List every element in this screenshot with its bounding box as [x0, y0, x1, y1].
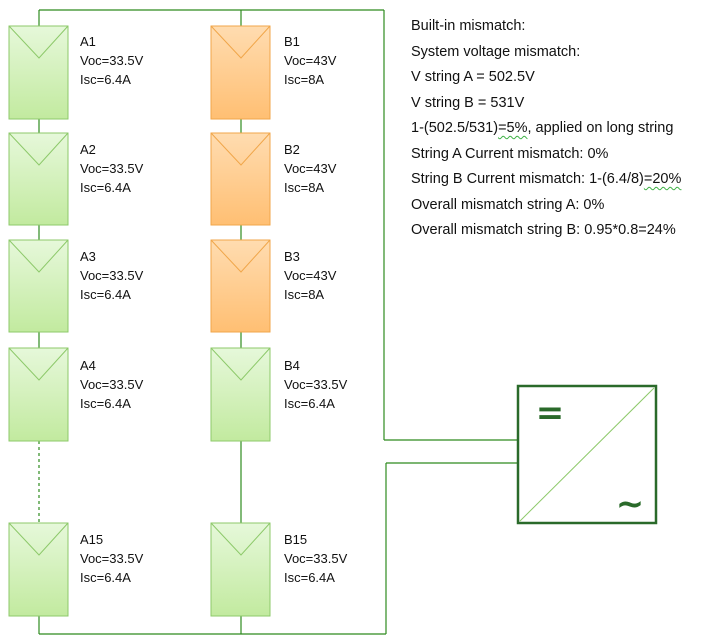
panel-b15 [210, 522, 271, 617]
panel-a2 [8, 132, 69, 226]
note-current-a: String A Current mismatch: 0% [411, 145, 609, 162]
note-current-b-prefix: String B Current mismatch: 1-(6.4/8) [411, 171, 644, 187]
panel-a1 [8, 25, 69, 120]
note-v-string-b: V string B = 531V [411, 94, 525, 111]
panel-a4 [8, 347, 69, 442]
note-overall-a: Overall mismatch string A: 0% [411, 196, 605, 213]
panel-a4-name: A4 [80, 358, 96, 373]
panel-a3-label: A3 Voc=33.5V Isc=6.4A [80, 247, 143, 304]
panel-b1-name: B1 [284, 34, 300, 49]
panel-b1 [210, 25, 271, 120]
panel-b15-isc: Isc=6.4A [284, 570, 335, 585]
dc-symbol-icon: = [536, 393, 565, 433]
panel-b4-name: B4 [284, 358, 300, 373]
note-current-b-eq: =20% [643, 171, 682, 187]
panel-b4-label: B4 Voc=33.5V Isc=6.4A [284, 356, 347, 413]
panel-a3-voc: Voc=33.5V [80, 268, 144, 283]
panel-b15-name: B15 [284, 532, 308, 547]
panel-b3 [210, 239, 271, 333]
panel-a1-voc: Voc=33.5V [80, 53, 144, 68]
panel-b2-name: B2 [284, 142, 300, 157]
panel-a4-label: A4 Voc=33.5V Isc=6.4A [80, 356, 143, 413]
note-v-string-a: V string A = 502.5V [411, 69, 535, 85]
panel-b1-voc: Voc=43V [284, 53, 337, 68]
panel-b4 [210, 347, 271, 442]
panel-b3-isc: Isc=8A [284, 287, 325, 302]
note-overall-b: Overall mismatch string B: 0.95*0.8=24% [411, 222, 676, 238]
ac-symbol-icon: ~ [616, 484, 645, 524]
panel-a4-voc: Voc=33.5V [80, 377, 144, 392]
panel-b4-isc: Isc=6.4A [284, 396, 335, 411]
panel-b1-isc: Isc=8A [284, 72, 325, 87]
inverter: = ~ [516, 384, 658, 525]
panel-b3-name: B3 [284, 249, 300, 264]
note-voltage-calc-eq: =5% [498, 120, 528, 136]
panel-b2-isc: Isc=8A [284, 180, 325, 195]
panel-b15-voc: Voc=33.5V [284, 551, 348, 566]
panel-a2-isc: Isc=6.4A [80, 180, 131, 195]
wiring [38, 9, 518, 635]
panel-a1-name: A1 [80, 34, 96, 49]
panel-a1-isc: Isc=6.4A [80, 72, 131, 87]
note-system-voltage: System voltage mismatch: [411, 43, 581, 60]
panel-a3-isc: Isc=6.4A [80, 287, 131, 302]
panel-a2-label: A2 Voc=33.5V Isc=6.4A [80, 140, 143, 197]
panel-a15-isc: Isc=6.4A [80, 570, 131, 585]
panel-a15-voc: Voc=33.5V [80, 551, 144, 566]
panel-b3-voc: Voc=43V [284, 268, 337, 283]
panel-a15-label: A15 Voc=33.5V Isc=6.4A [80, 530, 143, 587]
panel-a1-label: A1 Voc=33.5V Isc=6.4A [80, 32, 143, 89]
panel-a3-name: A3 [80, 249, 96, 264]
panel-a4-isc: Isc=6.4A [80, 396, 131, 411]
panel-a3 [8, 239, 69, 333]
note-voltage-calc: 1-(502.5/531)=5%, applied on long string [411, 118, 681, 144]
mismatch-notes: Built-in mismatch: System voltage mismat… [411, 16, 681, 246]
panel-a15-name: A15 [80, 532, 104, 547]
note-voltage-calc-suffix: , applied on long string [527, 120, 674, 136]
panel-b3-label: B3 Voc=43V Isc=8A [284, 247, 336, 304]
inverter-diagonal [519, 387, 655, 522]
panel-a15 [8, 522, 69, 617]
panel-b2 [210, 132, 271, 226]
panel-b4-voc: Voc=33.5V [284, 377, 348, 392]
note-voltage-calc-prefix: 1-(502.5/531) [411, 120, 499, 136]
panel-b2-voc: Voc=43V [284, 161, 337, 176]
panel-a2-voc: Voc=33.5V [80, 161, 144, 176]
panel-b1-label: B1 Voc=43V Isc=8A [284, 32, 336, 89]
note-current-b: String B Current mismatch: 1-(6.4/8)=20% [411, 169, 681, 195]
panel-b2-label: B2 Voc=43V Isc=8A [284, 140, 336, 197]
panel-b15-label: B15 Voc=33.5V Isc=6.4A [284, 530, 347, 587]
panel-a2-name: A2 [80, 142, 96, 157]
note-builtin: Built-in mismatch: [411, 18, 526, 34]
